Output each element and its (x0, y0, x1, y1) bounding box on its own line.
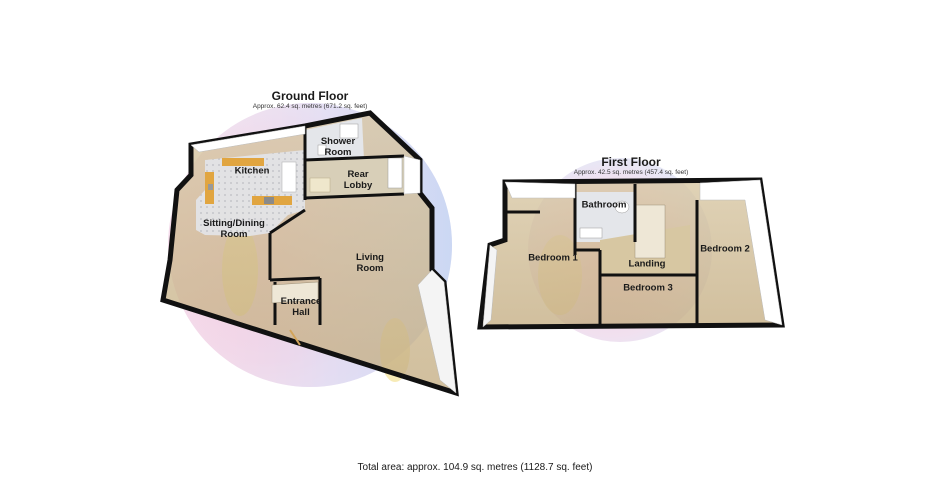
room-label-bedroom-3: Bedroom 3 (623, 282, 673, 294)
shower-tray-icon (339, 123, 359, 139)
ground-floor-plan (160, 103, 459, 397)
front-door (289, 329, 301, 346)
room-label-rear-lobby: Rear Lobby (343, 169, 373, 191)
room-label-sitting-dining-room: Sitting/Dining Room (203, 218, 265, 240)
first-floor-title: First Floor (601, 155, 661, 169)
first-floor-internal-walls (505, 184, 699, 325)
toilet-icon (317, 144, 327, 156)
rear-lobby-unit (309, 177, 331, 193)
bath-icon (579, 227, 603, 239)
total-area: Total area: approx. 104.9 sq. metres (11… (357, 462, 593, 473)
hob-icon (264, 197, 274, 204)
ground-floor-title: Ground Floor (271, 89, 349, 103)
room-label-bathroom: Bathroom (581, 199, 627, 211)
sink-icon (208, 184, 213, 190)
ground-floor-area-text: Approx. 62.4 sq. metres (671.2 sq. feet) (252, 103, 368, 110)
room-label-shower-room: Shower Room (320, 136, 356, 158)
room-label-entrance-hall: Entrance Hall (280, 296, 322, 318)
basin-icon (614, 200, 630, 214)
room-label-living-room: Living Room (356, 252, 384, 274)
room-label-bedroom-2: Bedroom 2 (700, 243, 750, 255)
room-label-landing: Landing (628, 258, 666, 270)
room-label-bedroom-1: Bedroom 1 (528, 252, 578, 264)
fridge-icon (281, 161, 297, 193)
first-floor-area-text: Approx. 42.5 sq. metres (457.4 sq. feet) (573, 169, 689, 176)
rear-lobby-cupboard (387, 157, 403, 189)
kitchen-floor (196, 150, 305, 236)
kitchen-unit-top (222, 158, 264, 166)
stairs (271, 281, 319, 304)
landing-stairs (634, 204, 666, 259)
room-label-kitchen: Kitchen (234, 165, 270, 177)
first-floor-plan (477, 158, 785, 342)
